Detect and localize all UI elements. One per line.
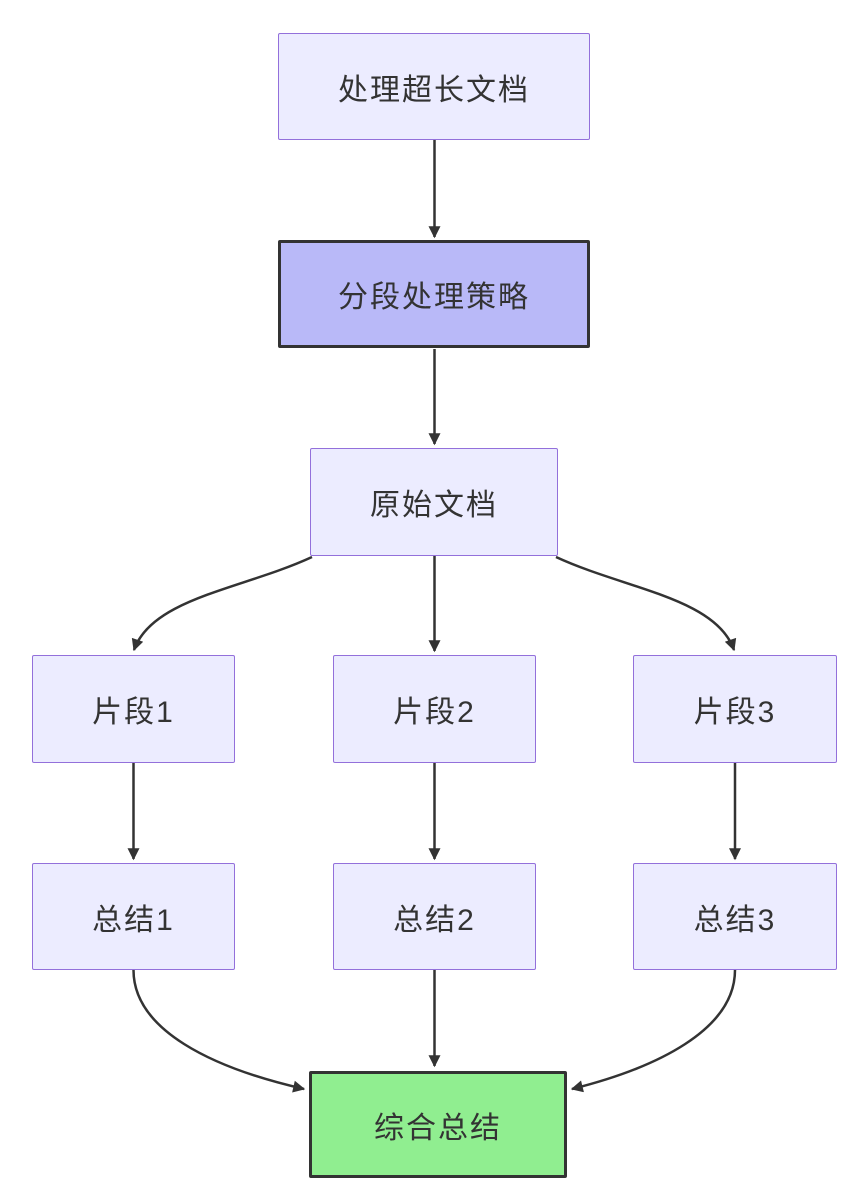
- node-original-document: 原始文档: [310, 448, 558, 556]
- node-fragment-3: 片段3: [633, 655, 837, 763]
- node-fragment-1: 片段1: [32, 655, 235, 763]
- node-fragment-2: 片段2: [333, 655, 536, 763]
- edge-original-to-fragment-1: [131, 555, 313, 652]
- node-segmentation-strategy: 分段处理策略: [278, 240, 590, 348]
- node-summary-1: 总结1: [32, 863, 235, 970]
- edge-original-to-fragment-3: [555, 555, 737, 652]
- edge-summary-1-to-final: [132, 969, 306, 1093]
- node-process-long-document: 处理超长文档: [278, 33, 590, 140]
- node-final-summary: 综合总结: [309, 1071, 567, 1178]
- node-summary-3: 总结3: [633, 863, 837, 970]
- edge-summary-3-to-final: [570, 969, 737, 1093]
- node-summary-2: 总结2: [333, 863, 536, 970]
